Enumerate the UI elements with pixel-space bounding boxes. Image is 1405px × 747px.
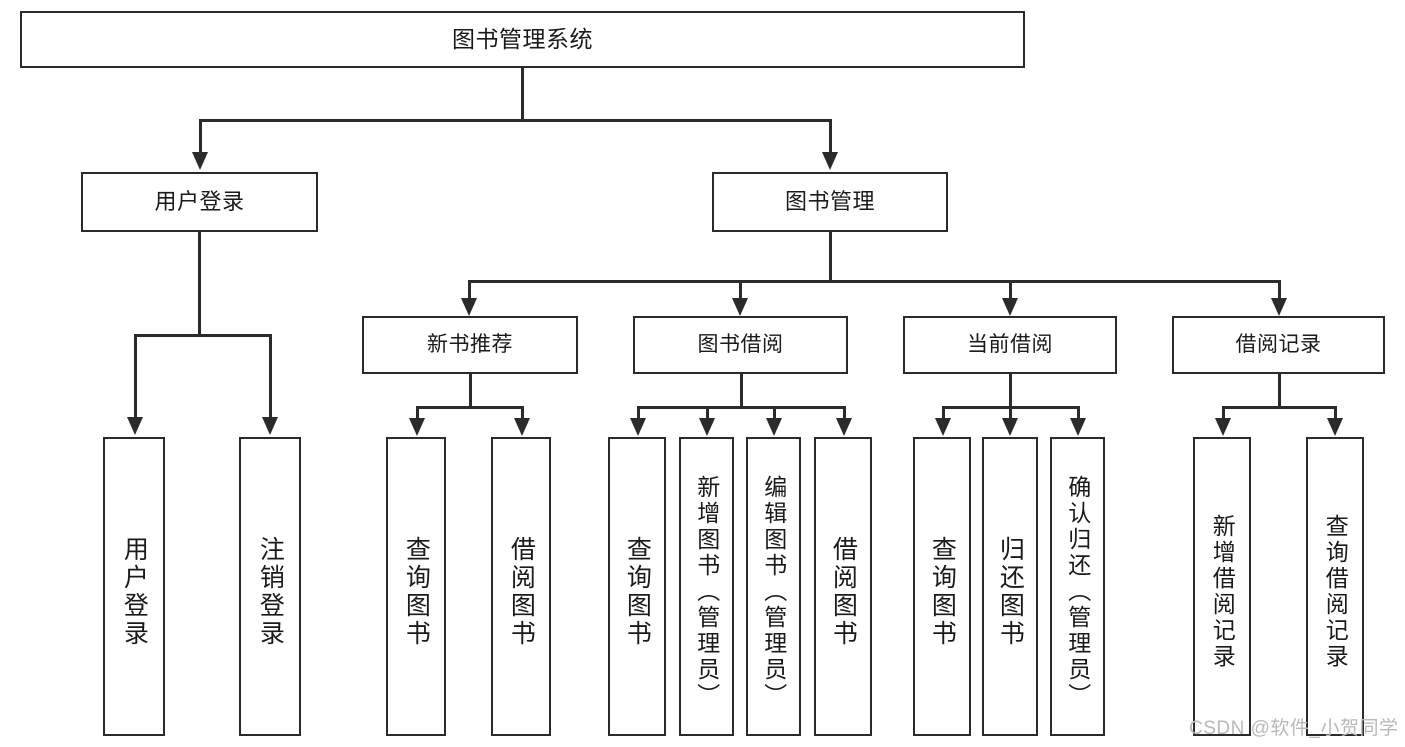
arrowhead-leaf-user-login — [127, 417, 143, 435]
arrowhead-book-mgmt — [822, 152, 838, 170]
connector-br-2 — [1334, 406, 1337, 420]
leaf-add-book-admin[interactable]: 新增图书（管理员） — [679, 437, 734, 736]
connector-bb-4 — [843, 406, 846, 420]
connector-borrow-record-stem — [1278, 374, 1281, 408]
node-label: 用户登录 — [120, 535, 149, 648]
connector-user-login-right — [269, 334, 272, 419]
arrowhead-current-borrow — [1002, 298, 1018, 316]
node-label: 借阅图书 — [829, 535, 858, 648]
arrowhead-leaf-return-book — [1002, 418, 1018, 436]
csdn-watermark: CSDN @软件_小贺同学 — [1189, 718, 1399, 739]
leaf-user-login[interactable]: 用户登录 — [103, 437, 165, 736]
node-label: 注销登录 — [256, 535, 285, 648]
connector-book-mgmt-stem — [829, 232, 832, 282]
node-label: 查询图书 — [402, 535, 431, 648]
arrowhead-leaf-logout — [262, 417, 278, 435]
arrowhead-leaf-borrow-book-2 — [836, 418, 852, 436]
node-book-management[interactable]: 图书管理 — [712, 172, 948, 232]
arrowhead-leaf-query-record — [1327, 418, 1343, 436]
arrowhead-leaf-confirm-return — [1070, 418, 1086, 436]
arrowhead-leaf-edit-book — [766, 418, 782, 436]
connector-to-book-mgmt — [829, 119, 832, 154]
connector-current-borrow-stem — [1009, 374, 1012, 408]
connector-br-1 — [1222, 406, 1225, 420]
arrowhead-book-borrow — [732, 298, 748, 316]
leaf-query-book-recommend[interactable]: 查询图书 — [386, 437, 446, 736]
connector-bb-1 — [637, 406, 640, 420]
connector-to-user-login — [199, 119, 202, 154]
node-label: 图书管理 — [784, 188, 875, 214]
connector-cb-3 — [1077, 406, 1080, 420]
arrowhead-leaf-query-book-3 — [935, 418, 951, 436]
node-label: 确认归还（管理员） — [1064, 474, 1091, 709]
connector-cb-2 — [1009, 406, 1012, 420]
node-label: 查询图书 — [928, 535, 957, 648]
leaf-query-book-current[interactable]: 查询图书 — [913, 437, 971, 736]
node-current-borrow[interactable]: 当前借阅 — [903, 316, 1117, 374]
leaf-borrow-book[interactable]: 借阅图书 — [814, 437, 872, 736]
node-borrow-record[interactable]: 借阅记录 — [1172, 316, 1385, 374]
connector-user-login-left — [134, 334, 137, 419]
node-label: 用户登录 — [154, 188, 245, 214]
arrowhead-user-login — [192, 152, 208, 170]
connector-to-new-book — [468, 280, 471, 300]
leaf-confirm-return-admin[interactable]: 确认归还（管理员） — [1050, 437, 1105, 736]
arrowhead-leaf-query-book-2 — [630, 418, 646, 436]
node-label: 新书推荐 — [427, 333, 513, 357]
node-new-book-recommend[interactable]: 新书推荐 — [362, 316, 578, 374]
arrowhead-leaf-add-book — [699, 418, 715, 436]
node-root-system[interactable]: 图书管理系统 — [20, 11, 1025, 68]
connector-user-login-stem — [198, 232, 201, 336]
connector-root-stem — [521, 68, 524, 121]
node-label: 查询图书 — [623, 535, 652, 648]
node-label: 借阅图书 — [507, 535, 536, 648]
connector-new-book-stem — [469, 374, 472, 408]
node-label: 当前借阅 — [967, 333, 1053, 357]
connector-user-login-bar — [134, 334, 271, 337]
connector-book-borrow-stem — [740, 374, 743, 408]
connector-book-borrow-bar — [637, 406, 845, 409]
leaf-edit-book-admin[interactable]: 编辑图书（管理员） — [746, 437, 801, 736]
arrowhead-new-book — [461, 298, 477, 316]
node-label: 新增图书（管理员） — [693, 474, 720, 709]
arrowhead-leaf-query-book-1 — [409, 418, 425, 436]
node-book-borrow[interactable]: 图书借阅 — [633, 316, 848, 374]
leaf-add-borrow-record[interactable]: 新增借阅记录 — [1193, 437, 1251, 736]
connector-to-borrow-record — [1278, 280, 1281, 300]
leaf-query-borrow-record[interactable]: 查询借阅记录 — [1306, 437, 1364, 736]
leaf-return-book[interactable]: 归还图书 — [982, 437, 1038, 736]
connector-level3-bar — [468, 280, 1280, 283]
node-label: 借阅记录 — [1235, 333, 1322, 357]
node-label: 归还图书 — [996, 535, 1025, 648]
node-label: 查询借阅记录 — [1322, 513, 1349, 670]
node-user-login[interactable]: 用户登录 — [81, 172, 318, 232]
node-label: 新增借阅记录 — [1209, 513, 1236, 670]
arrowhead-leaf-borrow-book-1 — [514, 418, 530, 436]
connector-root-bar — [199, 119, 832, 122]
connector-new-book-left — [416, 406, 419, 420]
node-label: 图书管理系统 — [452, 25, 593, 52]
node-label: 图书借阅 — [697, 333, 784, 357]
connector-new-book-bar — [416, 406, 523, 409]
arrowhead-borrow-record — [1271, 298, 1287, 316]
leaf-logout[interactable]: 注销登录 — [239, 437, 301, 736]
connector-bb-3 — [773, 406, 776, 420]
connector-borrow-record-bar — [1222, 406, 1336, 409]
connector-to-book-borrow — [739, 280, 742, 300]
connector-new-book-right — [521, 406, 524, 420]
connector-bb-2 — [706, 406, 709, 420]
leaf-query-book-borrow[interactable]: 查询图书 — [608, 437, 666, 736]
connector-to-current-borrow — [1009, 280, 1012, 300]
leaf-borrow-book-recommend[interactable]: 借阅图书 — [491, 437, 551, 736]
arrowhead-leaf-add-record — [1215, 418, 1231, 436]
connector-cb-1 — [942, 406, 945, 420]
node-label: 编辑图书（管理员） — [760, 474, 787, 709]
